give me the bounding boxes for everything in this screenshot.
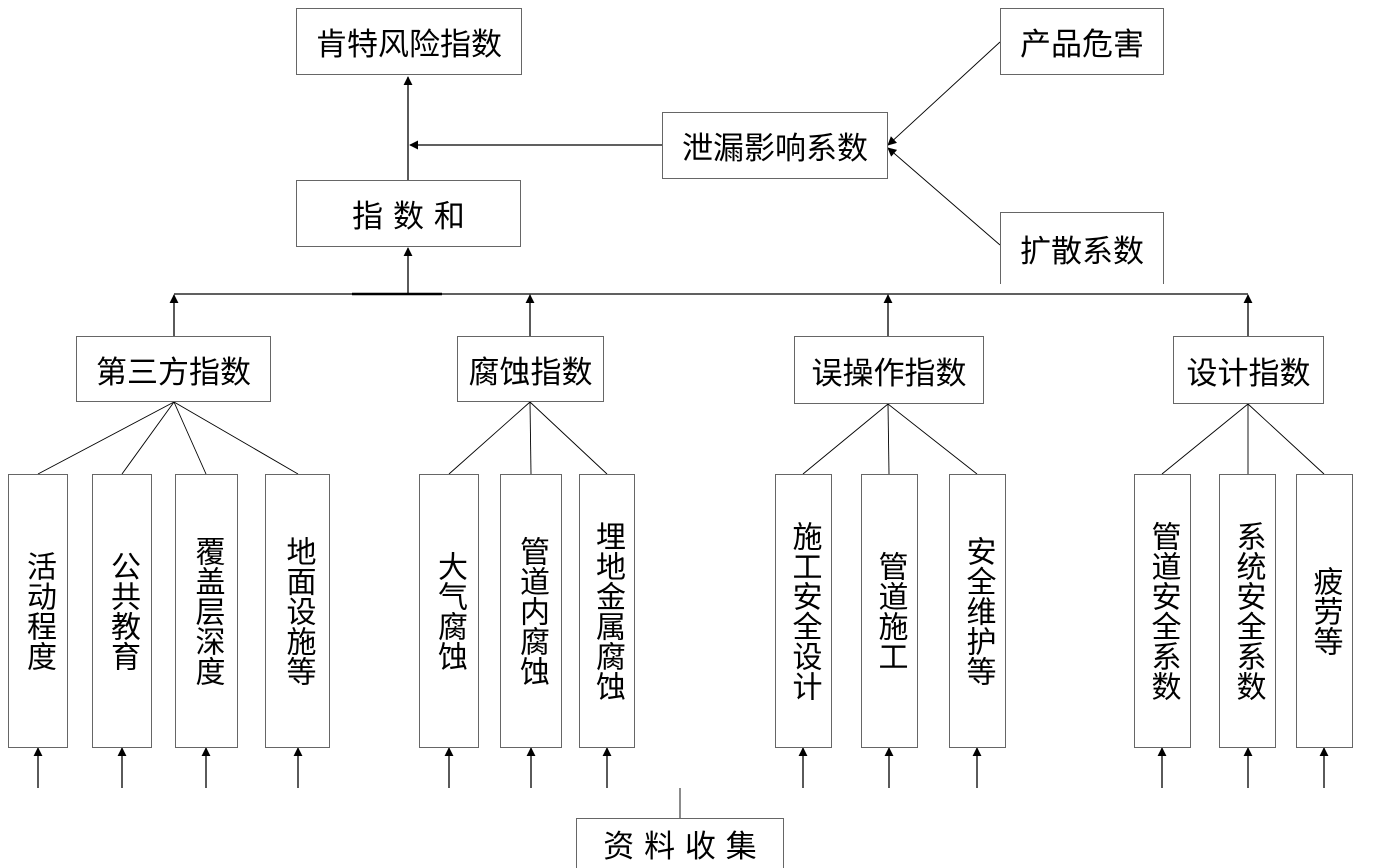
category-third-party-box: 第三方指数 [76,336,271,402]
item-label: 活动程度 [21,551,56,671]
item-box: 施工安全设计 [775,474,832,748]
item-label: 公共教育 [105,551,140,671]
category-label: 腐蚀指数 [468,354,593,391]
item-label: 大气腐蚀 [432,551,467,671]
item-label: 埋地金属腐蚀 [590,521,625,701]
item-box: 活动程度 [8,474,68,748]
item-label: 管道施工 [872,551,908,671]
item-label: 安全维护等 [960,536,996,686]
item-box: 地面设施等 [265,474,330,748]
product-hazard-box: 产品危害 [1000,8,1164,75]
diffusion-factor-box: 扩散系数 [1000,212,1164,284]
category-design-box: 设计指数 [1173,336,1324,404]
index-sum-label: 指 数 和 [352,199,465,235]
category-label: 误操作指数 [811,355,967,392]
item-box: 公共教育 [92,474,152,748]
item-box: 大气腐蚀 [419,474,479,748]
data-collection-box: 资 料 收 集 [576,818,784,868]
item-label: 地面设施等 [280,536,316,686]
product-hazard-label: 产品危害 [1020,27,1144,63]
item-box: 疲劳等 [1296,474,1353,748]
arrow-hazard-to-leak [887,41,1001,146]
item-label: 管道安全系数 [1145,521,1181,701]
item-box: 安全维护等 [949,474,1006,748]
item-box: 管道施工 [861,474,918,748]
category-misoperation-box: 误操作指数 [794,336,984,404]
risk-index-label: 肯特风险指数 [316,27,502,63]
item-label: 管道内腐蚀 [514,536,549,686]
item-box: 管道安全系数 [1134,474,1191,748]
item-label: 疲劳等 [1307,566,1343,656]
item-box: 管道内腐蚀 [500,474,562,748]
data-collection-label: 资 料 收 集 [603,829,757,865]
item-label: 施工安全设计 [786,521,822,701]
category-label: 第三方指数 [96,354,251,391]
index-sum-box: 指 数 和 [296,180,521,247]
category-corrosion-box: 腐蚀指数 [457,336,604,402]
item-box: 系统安全系数 [1219,474,1276,748]
item-label: 覆盖层深度 [189,536,225,686]
item-box: 覆盖层深度 [175,474,238,748]
diffusion-factor-label: 扩散系数 [1020,234,1144,270]
item-label: 系统安全系数 [1230,521,1266,701]
arrow-diffusion-to-leak [887,147,1001,246]
leak-factor-box: 泄漏影响系数 [662,112,888,179]
item-box: 埋地金属腐蚀 [579,474,635,748]
risk-index-box: 肯特风险指数 [296,8,522,75]
leak-factor-label: 泄漏影响系数 [682,131,868,167]
category-label: 设计指数 [1186,355,1311,392]
